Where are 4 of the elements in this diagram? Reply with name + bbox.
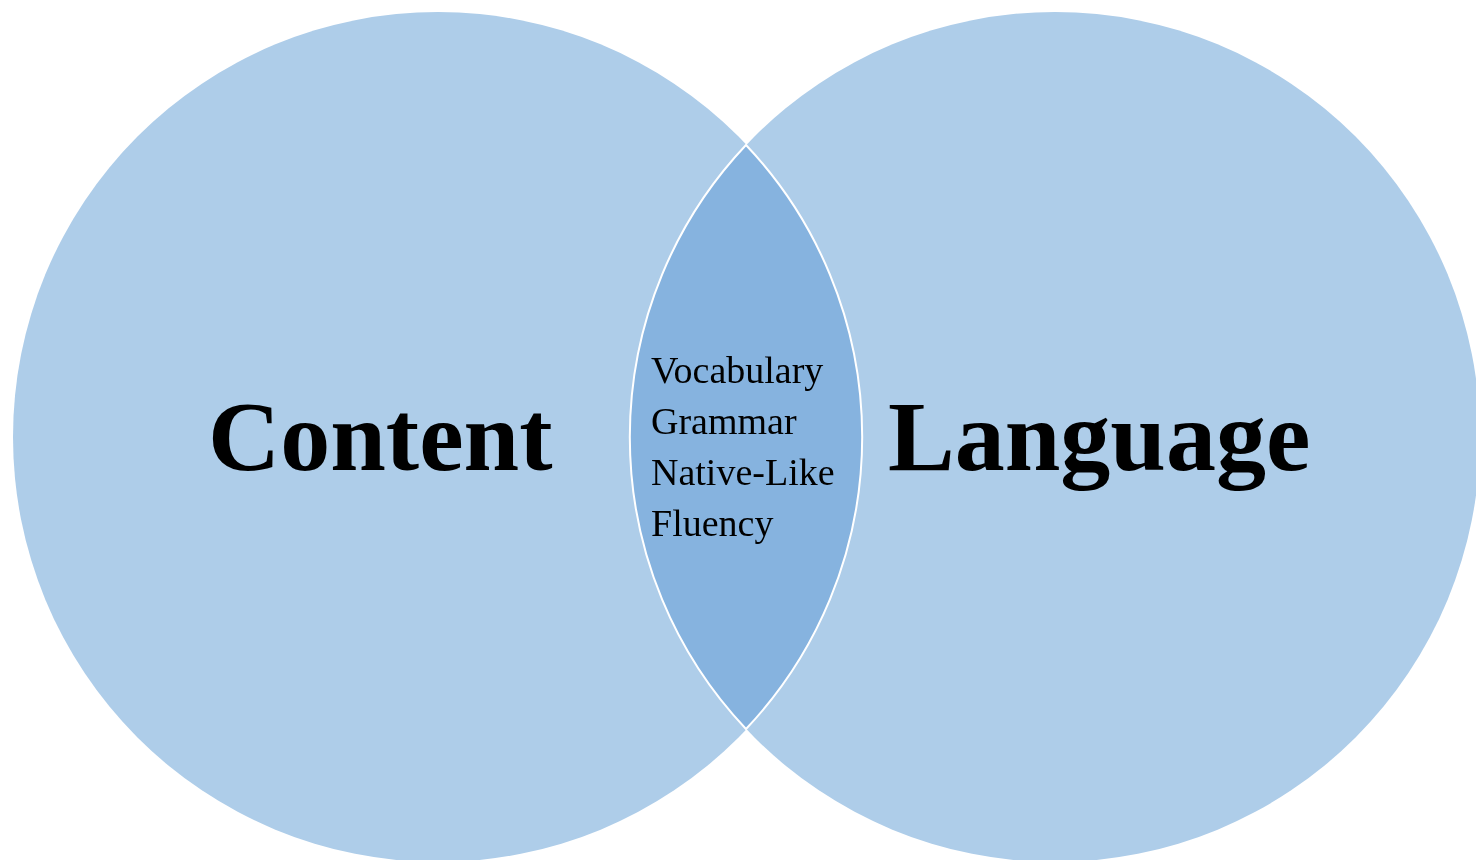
circle-label: Content (208, 387, 553, 487)
list-item: Native-Like Fluency (651, 450, 836, 546)
list-item: Grammar (651, 399, 798, 444)
list-item: Vocabulary (651, 348, 825, 393)
